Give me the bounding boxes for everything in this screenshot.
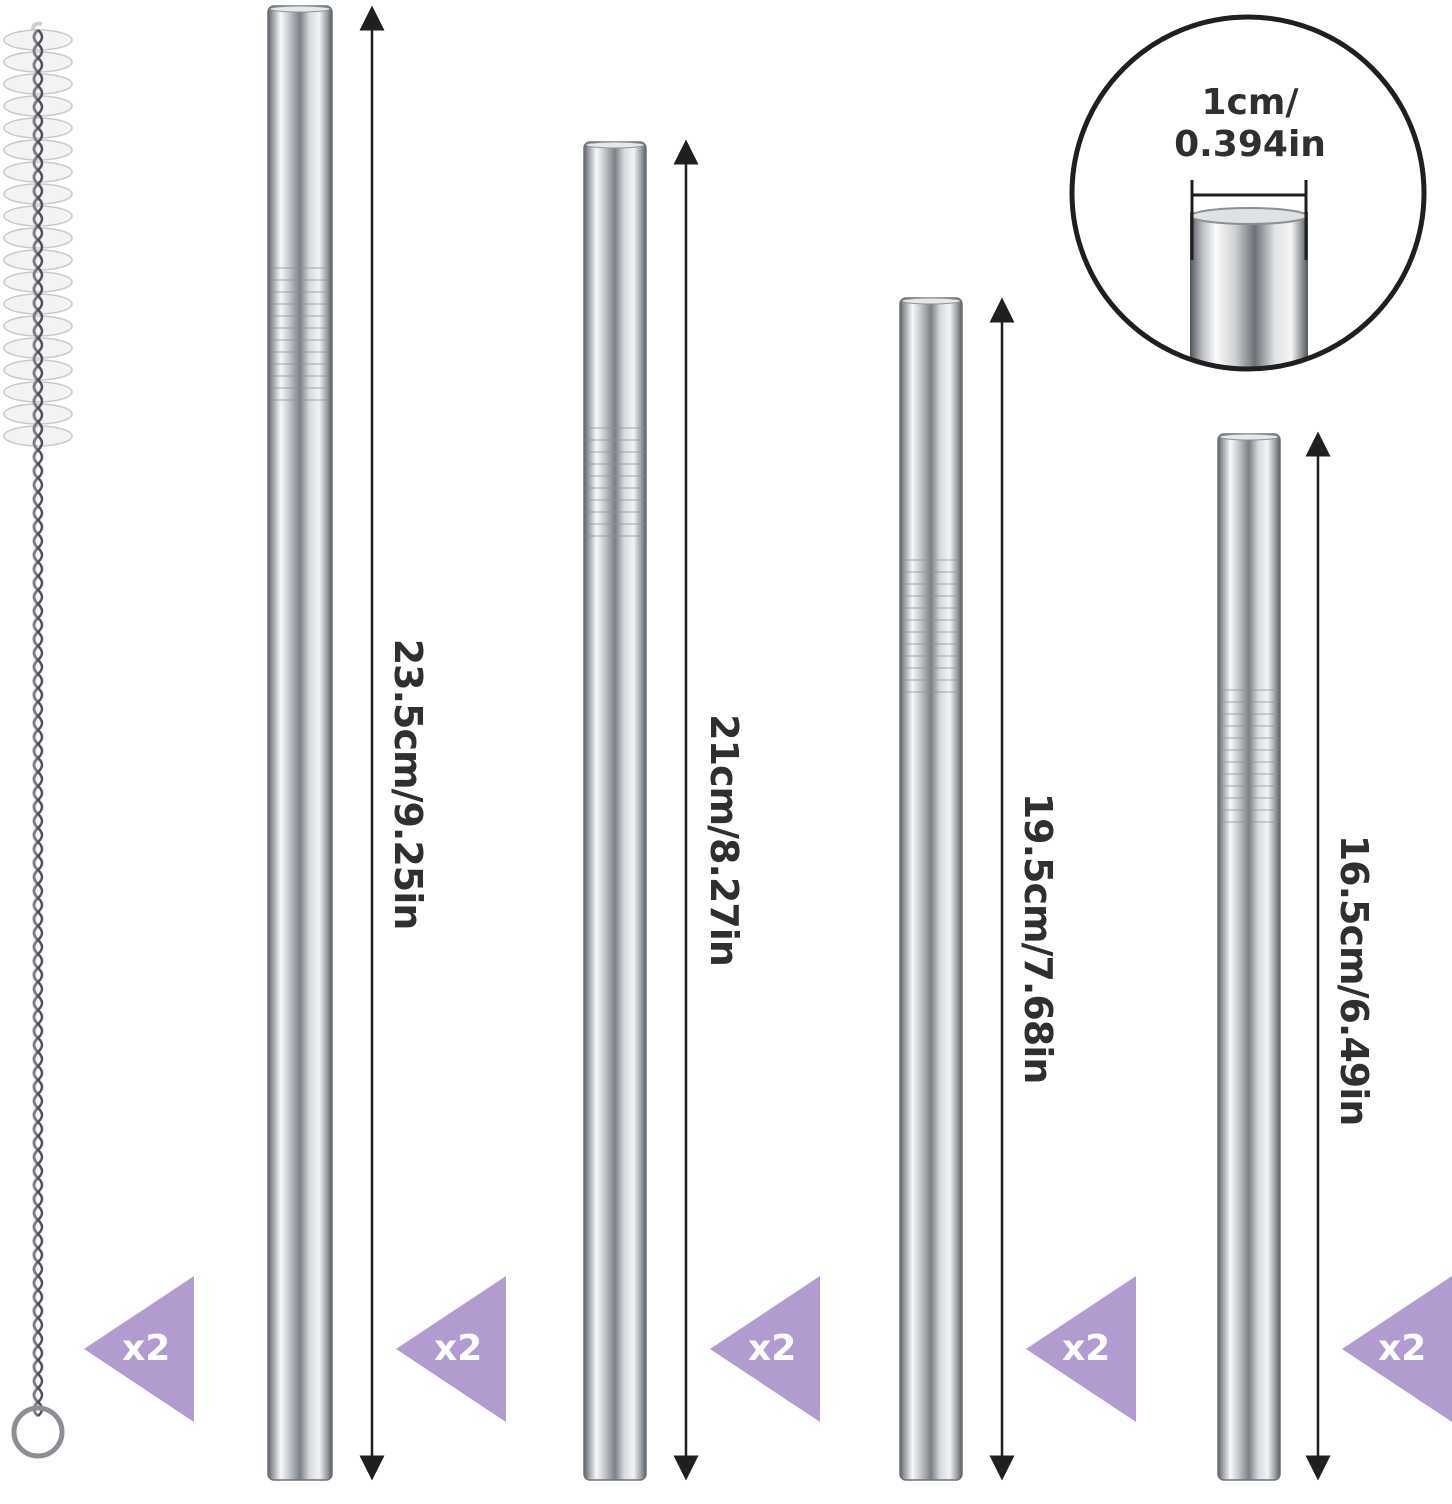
straw-2-quantity-badge [710,1276,820,1422]
straw-4-quantity-label: x2 [1378,1328,1427,1369]
straw-3-quantity-badge [1026,1276,1136,1422]
brush-loop-icon [11,1405,65,1459]
straw-3 [899,297,963,1481]
straw-4 [1217,433,1281,1481]
diameter-label: 1cm/ 0.394in [1150,82,1350,166]
straw-3-length-label: 19.5cm/7.68in [1016,792,1060,1084]
straw-2 [583,141,647,1481]
cleaning-brush [3,21,73,1459]
straw-2-bend-rings [586,427,644,537]
brush-quantity-badge [84,1276,194,1422]
straw-1-quantity-label: x2 [434,1328,483,1369]
brush-quantity-label: x2 [122,1328,171,1369]
straw-1-length-label: 23.5cm/9.25in [386,638,430,930]
straw-4-bend-rings [1220,689,1278,823]
diameter-detail-circle [1069,14,1427,372]
straw-2-length-label: 21cm/8.27in [702,714,746,966]
straw-3-quantity-label: x2 [1062,1328,1111,1369]
straw-4-length-label: 16.5cm/6.49in [1332,834,1376,1126]
straw-4-quantity-badge [1342,1276,1452,1422]
diameter-in-label: 0.394in [1174,124,1326,165]
straw-3-bend-rings [902,559,960,693]
straw-1-bend-rings [270,267,330,401]
diameter-cm-label: 1cm/ [1201,82,1299,123]
straw-1 [267,5,333,1481]
straw-2-quantity-label: x2 [748,1328,797,1369]
straw-1-quantity-badge [396,1276,506,1422]
